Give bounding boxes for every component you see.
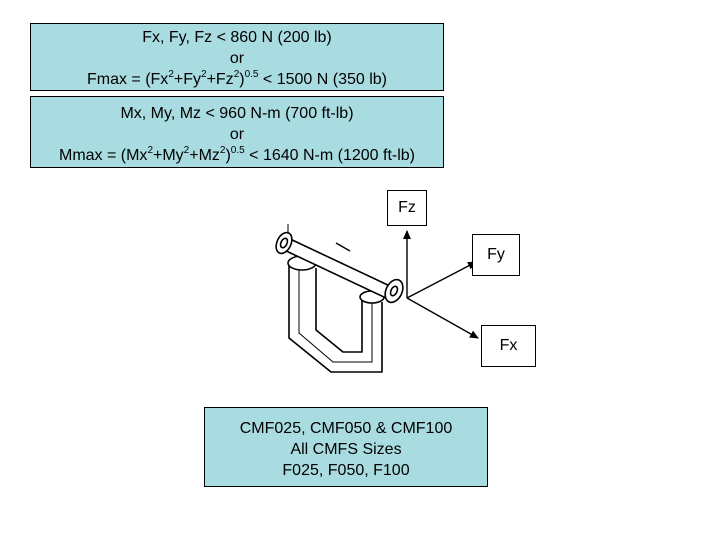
fx-axis-arrow	[406, 297, 479, 339]
flow-arrow-mark	[335, 242, 351, 252]
models-box: CMF025, CMF050 & CMF100 All CMFS Sizes F…	[204, 407, 488, 487]
flow-meter-drawing	[275, 224, 404, 373]
model-list-line: CMF025, CMF050 & CMF100	[239, 420, 453, 437]
moment-max-formula: Mmax = (Mx2+My2+Mz2)0.5 < 1640 N-m (1200…	[58, 144, 415, 164]
meter-tube-inner	[315, 268, 363, 353]
fz-label-box: Fz	[387, 190, 427, 226]
fy-axis-arrow	[406, 261, 477, 299]
meter-tube-front	[298, 266, 373, 363]
fy-label: Fy	[487, 246, 505, 263]
model-f-series-line: F025, F050, F100	[282, 462, 410, 479]
moment-limits-box: Mx, My, Mz < 960 N-m (700 ft-lb) or Mmax…	[30, 96, 444, 168]
fx-label-box: Fx	[481, 325, 536, 367]
force-or-text: or	[229, 50, 245, 67]
force-axes	[403, 230, 479, 339]
model-sizes-line: All CMFS Sizes	[290, 441, 402, 458]
force-max-formula: Fmax = (Fx2+Fy2+Fz2)0.5 < 1500 N (350 lb…	[86, 68, 388, 88]
fz-label: Fz	[398, 199, 416, 216]
force-limits-box: Fx, Fy, Fz < 860 N (200 lb) or Fmax = (F…	[30, 23, 444, 91]
fy-label-box: Fy	[472, 234, 520, 276]
right-flange-bore	[389, 285, 399, 297]
left-flange-bore	[279, 237, 289, 249]
moment-limits-line: Mx, My, Mz < 960 N-m (700 ft-lb)	[120, 105, 354, 122]
fx-label: Fx	[499, 337, 518, 354]
moment-or-text: or	[229, 126, 245, 143]
force-limits-line: Fx, Fy, Fz < 860 N (200 lb)	[142, 29, 332, 46]
